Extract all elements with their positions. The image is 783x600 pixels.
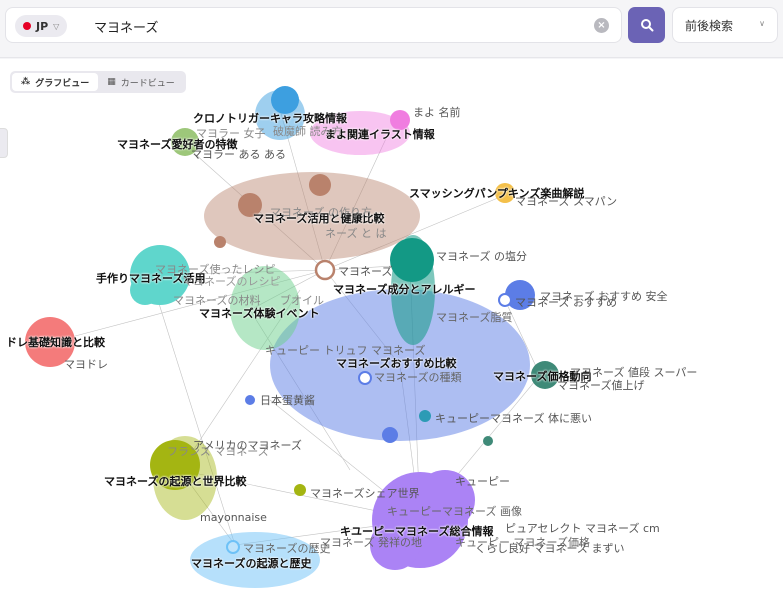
chevron-down-icon: ∨ — [759, 19, 765, 28]
graph-canvas[interactable]: ⁂ グラフビュー ▦ カードビュー — [0, 59, 783, 600]
cluster-label[interactable]: スマッシングパンプキンズ楽曲解説 — [409, 187, 585, 200]
keyword-label[interactable]: マヨネーズシェア世界 — [310, 487, 420, 500]
clear-icon[interactable]: × — [594, 18, 609, 33]
search-icon — [640, 19, 653, 32]
keyword-label[interactable]: マヨドレ — [64, 358, 108, 371]
keyword-label[interactable]: マヨネーズ の塩分 — [436, 250, 527, 263]
keyword-label[interactable]: マヨネーズ おすすめ 安全 — [540, 290, 668, 303]
keyword-label[interactable]: mayonnaise — [200, 511, 267, 524]
cluster-label[interactable]: 手作りマヨネーズ活用 — [96, 272, 206, 285]
search-box[interactable]: JP ▽ マヨネーズ × — [5, 7, 622, 43]
cluster-label[interactable]: ドレ基礎知識と比較 — [6, 336, 105, 349]
search-button[interactable] — [628, 7, 665, 43]
cluster-label[interactable]: マヨネーズ価格動向 — [493, 370, 592, 383]
keyword-label[interactable]: アメリカのマヨネーズ — [193, 439, 302, 452]
cluster-label[interactable]: マヨネーズおすすめ比較 — [336, 357, 457, 370]
keyword-label[interactable]: マヨネーズ — [338, 265, 393, 278]
chevron-down-icon: ▽ — [53, 21, 60, 31]
keyword-label[interactable]: マヨネーズのレシピ — [182, 275, 281, 288]
graph-icon: ⁂ — [21, 77, 31, 87]
keyword-label[interactable]: 破魔師 読み方 — [273, 125, 343, 138]
keyword-label[interactable]: マヨネーズ値上げ — [557, 379, 645, 392]
card-view-label: カードビュー — [120, 78, 175, 89]
cluster-label[interactable]: クロノトリガーキャラ攻略情報 — [193, 112, 347, 125]
keyword-label[interactable]: マヨネーズの種類 — [374, 371, 462, 384]
cluster-label[interactable]: マヨネーズ愛好者の特徴 — [117, 138, 238, 151]
keyword-label[interactable]: くらし良好 マヨネーズ まずい — [475, 542, 625, 555]
cluster-label[interactable]: まよ関連イラスト情報 — [325, 128, 435, 141]
keyword-label[interactable]: マヨネーズ おすすめ — [515, 296, 617, 309]
japan-flag-icon — [23, 22, 31, 30]
keyword-label[interactable]: マヨネーズ の作り方 — [270, 206, 372, 219]
keyword-label[interactable]: キューピー マヨネーズ価格 — [455, 536, 590, 549]
keyword-label[interactable]: マヨネーズの材料 — [173, 294, 261, 307]
keyword-label[interactable]: マヨネーズの歴史 — [243, 542, 331, 555]
network-graph — [25, 86, 559, 588]
cluster-label[interactable]: マヨネーズ体験イベント — [199, 307, 320, 320]
side-panel-toggle[interactable] — [0, 128, 8, 158]
keyword-label[interactable]: 日本蛋黄酱 — [260, 394, 315, 407]
keyword-label[interactable]: キューピーマヨネーズ 画像 — [387, 505, 522, 518]
keyword-label[interactable]: マヨネーズ使ったレシピ — [155, 263, 276, 276]
cluster-label[interactable]: マヨネーズの起源と歴史 — [191, 557, 312, 570]
cluster-label[interactable]: マヨネーズの起源と世界比較 — [104, 475, 247, 488]
top-bar: JP ▽ マヨネーズ × 前後検索 ∨ — [0, 0, 783, 58]
keyword-label[interactable]: マヨネーズ脂質 — [436, 311, 513, 324]
keyword-label[interactable]: マヨラー ある ある — [191, 148, 286, 161]
region-label: JP — [36, 19, 49, 33]
keyword-label[interactable]: まよ 名前 — [413, 106, 461, 119]
search-input[interactable]: マヨネーズ — [94, 21, 159, 36]
graph-view-label: グラフビュー — [35, 78, 90, 89]
region-selector[interactable]: JP ▽ — [15, 15, 68, 37]
keyword-label[interactable]: マヨネーズ 発祥の地 — [320, 536, 422, 549]
keyword-label[interactable]: ブオイル — [280, 294, 324, 307]
keyword-label[interactable]: ネーズ と は — [325, 227, 387, 240]
keyword-label[interactable]: キューピーマヨネーズ 体に悪い — [435, 412, 592, 425]
view-toggle: ⁂ グラフビュー ▦ カードビュー — [10, 71, 186, 93]
cluster-label[interactable]: キユーピーマヨネーズ総合情報 — [340, 525, 494, 538]
keyword-label[interactable]: マヨネーズ スマパン — [515, 195, 618, 208]
cluster-label[interactable]: マヨネーズ活用と健康比較 — [253, 212, 385, 225]
graph-view-tab[interactable]: ⁂ グラフビュー — [12, 73, 99, 91]
keyword-label[interactable]: フランス マヨネーズ — [167, 445, 269, 458]
keyword-label[interactable]: キューピー トリュフ マヨネーズ — [265, 344, 426, 357]
search-mode-label: 前後検索 — [685, 19, 734, 33]
keyword-label[interactable]: ピュアセレクト マヨネーズ cm — [505, 522, 660, 535]
search-mode-select[interactable]: 前後検索 ∨ — [672, 7, 778, 43]
keyword-label[interactable]: キューピー — [455, 475, 510, 488]
grid-icon: ▦ — [107, 77, 116, 87]
keyword-label[interactable]: マヨネーズ 値段 スーパー — [570, 366, 698, 379]
cluster-label[interactable]: マヨネーズ成分とアレルギー — [333, 283, 476, 296]
keyword-label[interactable]: マヨラー 女子 — [196, 127, 266, 140]
card-view-tab[interactable]: ▦ カードビュー — [98, 73, 184, 91]
